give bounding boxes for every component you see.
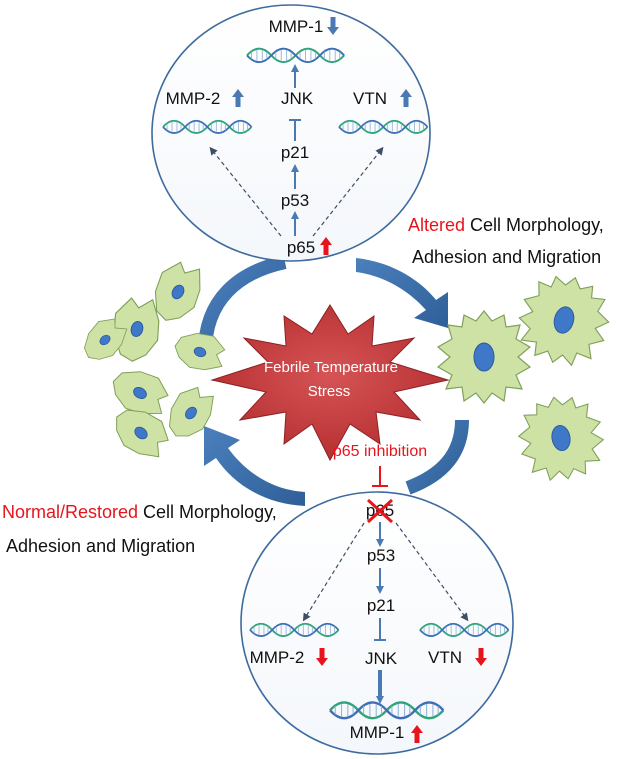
bottom-p65-to-vtn-dashed-arrow: [395, 522, 469, 622]
bottom-mmp2-label: MMP-2: [250, 648, 305, 667]
normal-caption: Normal/Restored Cell Morphology, Adhesio…: [2, 502, 277, 556]
normal-highlight: Normal/Restored: [2, 502, 138, 522]
cycle-arrow-bottom-right: [405, 419, 469, 495]
bottom-pathway-circle: p65 p53 p21 MMP-2 JNK VTN MMP-1: [240, 491, 514, 755]
altered-highlight: Altered: [408, 215, 465, 235]
p65-to-vtn-dashed-arrow: [312, 146, 384, 237]
altered-caption-line1: Altered Cell Morphology,: [408, 215, 604, 235]
altered-caption-line1-rest: Cell Morphology,: [465, 215, 604, 235]
altered-cell: [509, 265, 618, 375]
febrile-stress-star: Febrile Temperature Stress: [210, 304, 450, 462]
normal-caption-line2: Adhesion and Migration: [6, 536, 195, 556]
normal-caption-line1-rest: Cell Morphology,: [138, 502, 277, 522]
bottom-p65-to-mmp2-dashed-arrow: [302, 522, 365, 622]
normal-caption-line1: Normal/Restored Cell Morphology,: [2, 502, 277, 522]
top-circle-border: [151, 4, 431, 262]
cycle-arrow-top-right: [356, 258, 448, 328]
altered-caption-line2: Adhesion and Migration: [412, 247, 601, 267]
altered-caption: Altered Cell Morphology, Adhesion and Mi…: [408, 215, 604, 267]
altered-cell: [437, 310, 531, 404]
bottom-p53-label: p53: [367, 546, 395, 565]
top-mmp1-label: MMP-1: [269, 17, 324, 36]
top-p21-label: p21: [281, 143, 309, 162]
altered-cell: [512, 389, 610, 487]
p65-to-mmp2-dashed-arrow: [209, 146, 282, 237]
stress-star-shape: [210, 304, 450, 462]
top-p53-label: p53: [281, 191, 309, 210]
altered-cells: [437, 265, 618, 487]
top-jnk-label: JNK: [281, 89, 314, 108]
stress-line2: Stress: [308, 383, 351, 400]
top-p65-label: p65: [287, 238, 315, 257]
bottom-jnk-label: JNK: [365, 649, 398, 668]
bottom-vtn-label: VTN: [428, 648, 462, 667]
top-pathway-circle: MMP-1 MMP-2 JNK VTN p21 p53 p65: [151, 4, 431, 262]
p65-inhibition-label: p65 inhibition: [333, 443, 427, 460]
top-vtn-label: VTN: [353, 89, 387, 108]
bottom-mmp1-label: MMP-1: [350, 723, 405, 742]
p65-blocked-cross-icon: [366, 498, 394, 524]
cycle-arrow-bottom-left: [204, 426, 305, 506]
bottom-circle-border: [240, 491, 514, 755]
stress-line1: Febrile Temperature: [264, 359, 398, 376]
top-mmp2-label: MMP-2: [166, 89, 221, 108]
bottom-p21-label: p21: [367, 596, 395, 615]
